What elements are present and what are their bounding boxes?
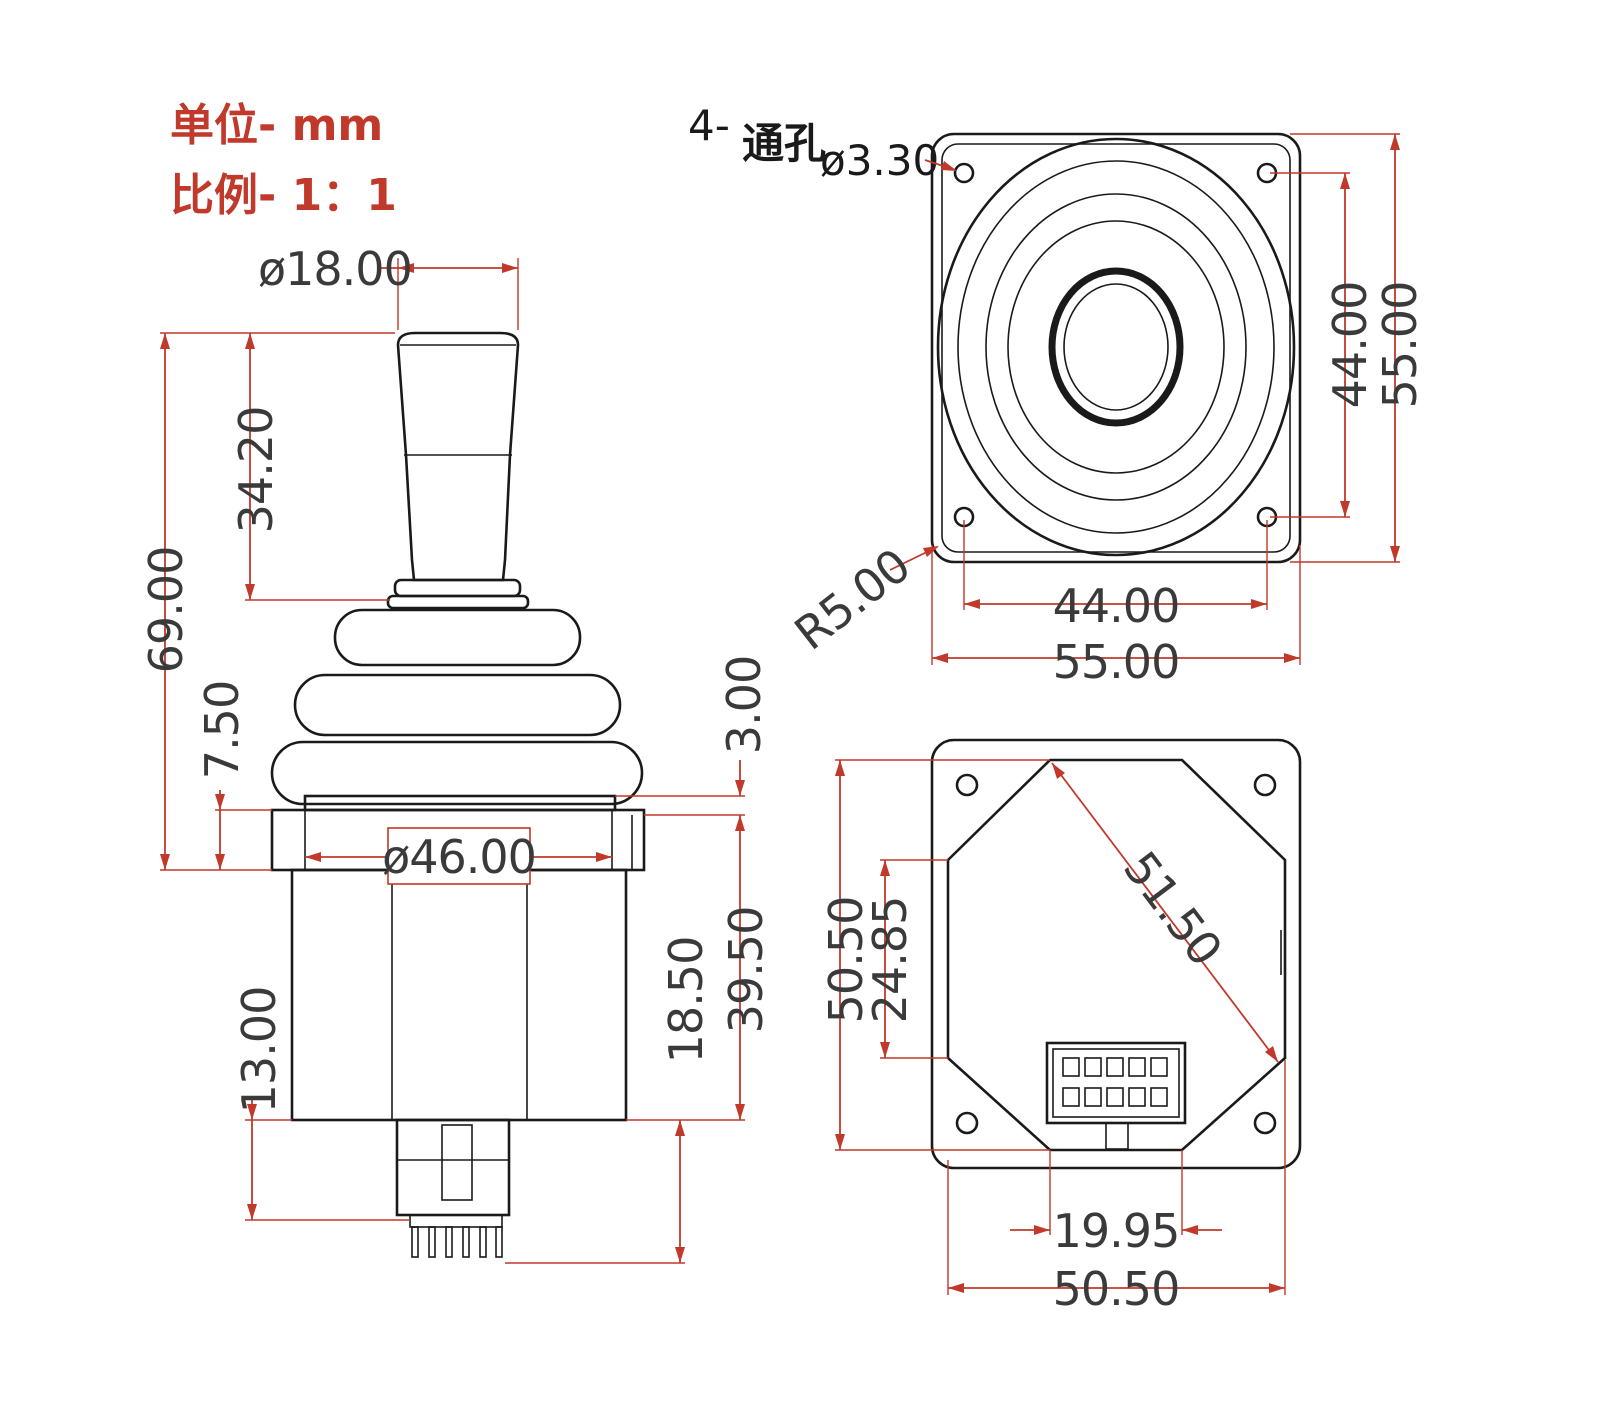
dim-body-height: 39.50 <box>719 907 773 1034</box>
unit-note: 单位- mm <box>170 100 383 151</box>
cavity <box>1150 1057 1168 1077</box>
pin <box>479 1226 487 1258</box>
pin-header <box>409 1214 503 1228</box>
bottom-view-dimensions: 50.50 24.85 51.50 19.95 50.50 <box>819 759 1286 1316</box>
mount-hole-tl <box>953 162 975 184</box>
pin <box>411 1226 419 1258</box>
dim-flange-height: 7.50 <box>195 681 249 779</box>
dim-bottom-outer-v: 50.50 <box>819 897 873 1024</box>
bottom-hole-br <box>1253 1111 1277 1135</box>
connector-key <box>441 1124 473 1201</box>
boot-ring-middle <box>293 673 622 737</box>
scale-note: 比例- 1：1 <box>170 170 397 221</box>
dim-top-gap: 3.00 <box>717 656 771 754</box>
dim-corner-radius: R5.00 <box>785 538 920 660</box>
cavity <box>1084 1087 1102 1107</box>
bottom-hole-bl <box>955 1111 979 1135</box>
dim-top-outer-v: 55.00 <box>1373 282 1427 409</box>
dim-bottom-inner-v: 24.85 <box>863 897 917 1024</box>
dim-top-hole-pitch-h: 44.00 <box>1053 579 1180 633</box>
bottom-view <box>930 738 1302 1170</box>
holes-dia: ø3.30 <box>820 136 939 185</box>
body <box>290 868 628 1122</box>
bottom-hole-tr <box>1253 773 1277 797</box>
cavity <box>1062 1087 1080 1107</box>
bottom-hole-tl <box>955 773 979 797</box>
dim-connector-width: 19.95 <box>1053 1204 1180 1258</box>
cavity <box>1128 1087 1146 1107</box>
connector-latch <box>1105 1122 1129 1150</box>
top-view <box>930 132 1302 564</box>
dim-top-outer-h: 55.00 <box>1053 635 1180 689</box>
dim-knob-dia: ø18.00 <box>258 242 412 296</box>
cavity <box>1084 1057 1102 1077</box>
top-boot-ring-2 <box>985 193 1247 501</box>
top-boot-ring-3 <box>1007 220 1225 474</box>
dim-body-dia: ø46.00 <box>382 830 536 884</box>
top-plate <box>930 132 1302 564</box>
connector-cavities <box>1062 1057 1168 1107</box>
pins <box>411 1226 503 1258</box>
cavity <box>1106 1057 1124 1077</box>
side-view-dimensions: ø18.00 69.00 34.20 7.50 3.00 ø46.00 <box>139 242 773 1264</box>
top-plate-inner <box>941 143 1291 553</box>
dim-diagonal: 51.50 <box>1113 842 1232 976</box>
dim-bottom-outer-h: 50.50 <box>1053 1262 1180 1316</box>
body-center-panel <box>391 875 528 1121</box>
body-dia-box <box>387 827 531 885</box>
handle-grip <box>396 331 520 582</box>
cavity <box>1062 1057 1080 1077</box>
bottom-connector <box>1045 1041 1187 1125</box>
handle-collar-base <box>386 594 530 610</box>
dim-top-hole-pitch-v: 44.00 <box>1323 282 1377 409</box>
pin <box>462 1226 470 1258</box>
handle-collar <box>393 578 522 598</box>
pin <box>495 1226 503 1258</box>
top-boot-outer <box>936 137 1296 557</box>
bottom-octagon <box>946 758 1287 1152</box>
bottom-plate <box>930 738 1302 1170</box>
dim-lower-height: 18.50 <box>659 937 713 1064</box>
top-boot-ring-1 <box>957 160 1275 534</box>
cavity <box>1106 1087 1124 1107</box>
top-view-dimensions: 4- 通孔 ø3.30 44.00 55.00 44.00 55.00 <box>688 101 1427 689</box>
dim-handle-height: 34.20 <box>229 407 283 534</box>
pin <box>445 1226 453 1258</box>
dim-total-height: 69.00 <box>139 547 193 674</box>
bottom-connector-inner <box>1052 1048 1180 1118</box>
boot-ring-top <box>333 608 582 667</box>
side-view <box>270 331 646 1258</box>
pin <box>428 1226 436 1258</box>
top-handle-outer <box>1048 267 1184 427</box>
dim-bottom-height: 13.00 <box>232 987 286 1114</box>
top-handle-inner <box>1063 283 1169 411</box>
holes-word: 通孔 <box>742 119 826 168</box>
cavity <box>1150 1087 1168 1107</box>
holes-prefix: 4- <box>688 101 730 150</box>
boot-ring-bottom <box>270 740 644 806</box>
cavity <box>1128 1057 1146 1077</box>
